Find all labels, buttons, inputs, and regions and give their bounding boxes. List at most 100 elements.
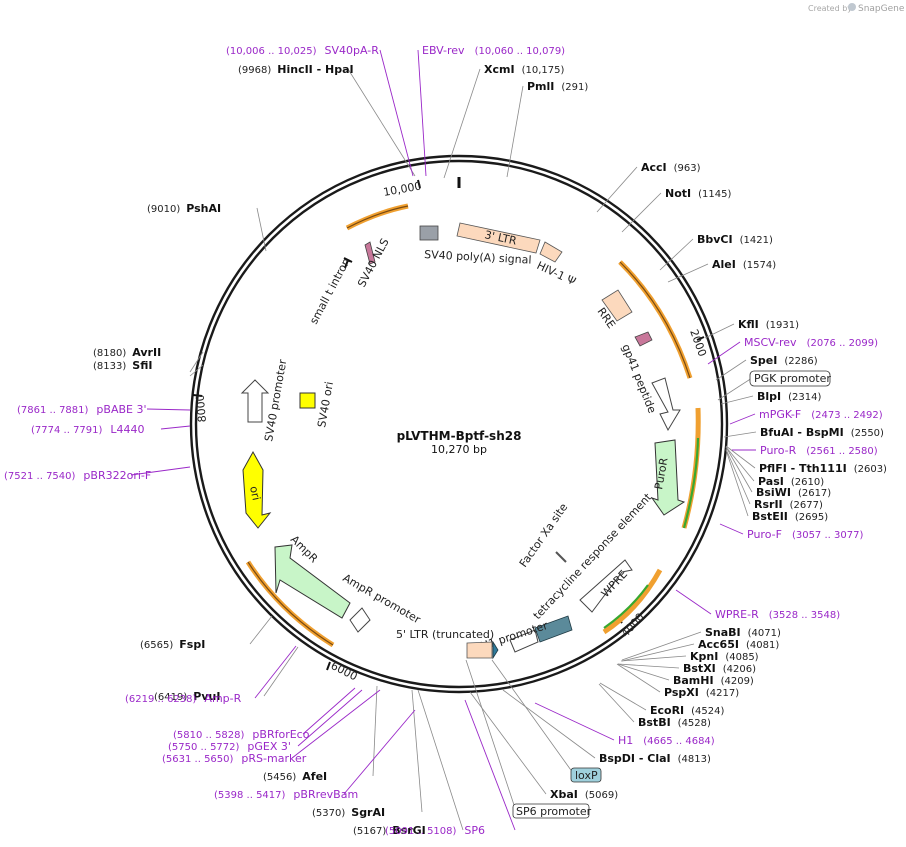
primer-label[interactable]: MSCV-rev(2076 .. 2099): [744, 336, 878, 349]
site-label-bspdi[interactable]: BspDI - ClaI(4813): [599, 752, 711, 765]
primer-leader: [379, 49, 414, 177]
site-label-ecori[interactable]: EcoRI(4524): [650, 704, 725, 717]
primer-label[interactable]: WPRE-R(3528 .. 3548): [715, 608, 840, 621]
svg-text:10,000: 10,000: [382, 179, 422, 198]
primer-leader: [291, 689, 381, 759]
credit-prefix: Created by: [808, 4, 852, 13]
site-label-xcmi[interactable]: XcmI(10,175): [484, 63, 564, 76]
site-label-spei[interactable]: SpeI(2286): [750, 354, 818, 367]
site-leader-avrii: [189, 351, 204, 373]
site-label-pshai[interactable]: (9010)PshAI: [147, 202, 221, 215]
primer-leader: [534, 702, 615, 741]
feature-sv40-polya-box: [419, 225, 439, 241]
site-leader-xcmi: [443, 68, 481, 179]
site-leader-pshai: [256, 207, 267, 252]
primer-label[interactable]: (7521 .. 7540)pBR322ori-F: [4, 469, 151, 482]
site-leader-blpi: [720, 395, 754, 405]
primer-label[interactable]: (10,006 .. 10,025)SV40pA-R: [226, 44, 379, 57]
site-label-pvui[interactable]: (6419)PvuI: [154, 690, 220, 703]
primer-leader: [160, 425, 191, 430]
primer-label[interactable]: EBV-rev(10,060 .. 10,079): [422, 44, 565, 57]
site-label-afei[interactable]: (5456)AfeI: [263, 770, 327, 783]
site-label-bstxi[interactable]: BstXI(4206): [683, 662, 756, 675]
backbone-inner: [194, 159, 724, 689]
primer-label[interactable]: (6219 .. 6238)Amp-R: [125, 692, 242, 705]
primer-label[interactable]: (5631 .. 5650)pRS-marker: [162, 752, 307, 765]
primer-label[interactable]: (5810 .. 5828)pBRforEco: [173, 728, 310, 741]
primer-label[interactable]: mPGK-F(2473 .. 2492): [759, 408, 883, 421]
site-leader-spei: [715, 359, 747, 381]
site-label-bfuai[interactable]: BfuAI - BspMI(2550): [760, 426, 884, 439]
site-label-hincii[interactable]: (9968)HincII - HpaI: [238, 63, 354, 76]
site-label-bsrgi[interactable]: (5167)BsrGI: [353, 824, 426, 837]
site-leader-pspxi: [616, 663, 661, 693]
site-label-pmli[interactable]: PmlI(291): [527, 80, 588, 93]
site-label-noti[interactable]: NotI(1145): [665, 187, 731, 200]
credit-brand[interactable]: SnapGene: [858, 4, 905, 14]
feature-small-t: [343, 257, 353, 269]
feature-tre-box: [534, 615, 573, 643]
feature-h1-promoter: [509, 629, 539, 653]
site-leader-noti: [621, 192, 662, 233]
primer-label[interactable]: Puro-R(2561 .. 2580): [760, 444, 878, 457]
site-leader-pflfi: [725, 445, 756, 469]
site-leader-acc65i: [621, 643, 695, 662]
site-label-pasi[interactable]: PasI(2610): [758, 475, 824, 488]
svg-text:SV40 poly(A) signal: SV40 poly(A) signal: [424, 248, 532, 267]
site-label-kpni[interactable]: KpnI(4085): [690, 650, 759, 663]
site-label-sgrai[interactable]: (5370)SgrAI: [312, 806, 385, 819]
site-label-bsiwi[interactable]: BsiWI(2617): [756, 486, 831, 499]
site-label-alei[interactable]: AleI(1574): [712, 258, 776, 271]
primer-label[interactable]: H1(4665 .. 4684): [618, 734, 715, 747]
site-label-acc65i[interactable]: Acc65I(4081): [698, 638, 779, 651]
site-label-fspi[interactable]: (6565)FspI: [140, 638, 205, 651]
site-leader-pvui: [263, 646, 299, 697]
site-label-bamhi[interactable]: BamHI(4209): [673, 674, 754, 687]
primer-label[interactable]: Puro-F(3057 .. 3077): [747, 528, 863, 541]
feature-3-ltr: [456, 222, 541, 254]
svg-text:SP6 promoter: SP6 promoter: [516, 805, 592, 818]
svg-text:5' LTR (truncated): 5' LTR (truncated): [396, 628, 494, 641]
primer-leader: [719, 523, 744, 535]
tick-10000: 10,000: [382, 179, 422, 198]
site-leader-afei: [372, 685, 378, 777]
site-label-sfii[interactable]: (8133)SfiI: [93, 359, 152, 372]
feature-gp41-arrow: [651, 377, 681, 432]
site-leader-bsrgi: [417, 689, 464, 831]
site-label-bbvci[interactable]: BbvCI(1421): [697, 233, 773, 246]
svg-text:6000: 6000: [329, 659, 360, 683]
svg-text:gp41 peptide: gp41 peptide: [619, 342, 659, 415]
site-leader-snabi: [621, 631, 702, 661]
site-label-xbai[interactable]: XbaI(5069): [550, 788, 618, 801]
site-leader-pmli: [506, 85, 524, 178]
site-label-pflfi[interactable]: PflFI - Tth111I(2603): [759, 462, 887, 475]
primer-label[interactable]: (5091 .. 5108)SP6: [385, 824, 485, 837]
site-label-kfli[interactable]: KflI(1931): [738, 318, 799, 331]
site-label-snabi[interactable]: SnaBI(4071): [705, 626, 781, 639]
site-label-acci[interactable]: AccI(963): [641, 161, 701, 174]
primer-leader: [130, 466, 191, 476]
primer-arcs: [245, 203, 701, 648]
site-leader-rsrii: [725, 448, 751, 505]
primer-label[interactable]: (7774 .. 7791)L4440: [31, 423, 145, 436]
loxp-label: loxP: [491, 659, 602, 783]
site-label-avrii[interactable]: (8180)AvrII: [93, 346, 161, 359]
feature-gp41-box: [634, 331, 653, 347]
svg-text:small t intron: small t intron: [307, 256, 353, 327]
primer-leader: [343, 709, 416, 795]
feature-ampr-promoter: [349, 607, 371, 633]
site-label-bstbi[interactable]: BstBI(4528): [638, 716, 711, 729]
site-label-pspxi[interactable]: PspXI(4217): [664, 686, 739, 699]
feature-ori: [242, 450, 272, 529]
primer-label[interactable]: (5750 .. 5772)pGEX 3': [168, 740, 291, 753]
primer-label[interactable]: (7861 .. 7881)pBABE 3': [17, 403, 147, 416]
site-label-bsteii[interactable]: BstEII(2695): [752, 510, 828, 523]
site-label-blpi[interactable]: BlpI(2314): [757, 390, 821, 403]
site-labels: (9968)HincII - HpaI XcmI(10,175) PmlI(291)…: [4, 44, 887, 837]
feature-sv40-nls: [364, 241, 376, 265]
primer-leader: [675, 589, 712, 615]
primer-label[interactable]: (5398 .. 5417)pBRrevBam: [214, 788, 358, 801]
site-label-rsrii[interactable]: RsrII(2677): [754, 498, 823, 511]
feature-wpre: [579, 559, 633, 613]
